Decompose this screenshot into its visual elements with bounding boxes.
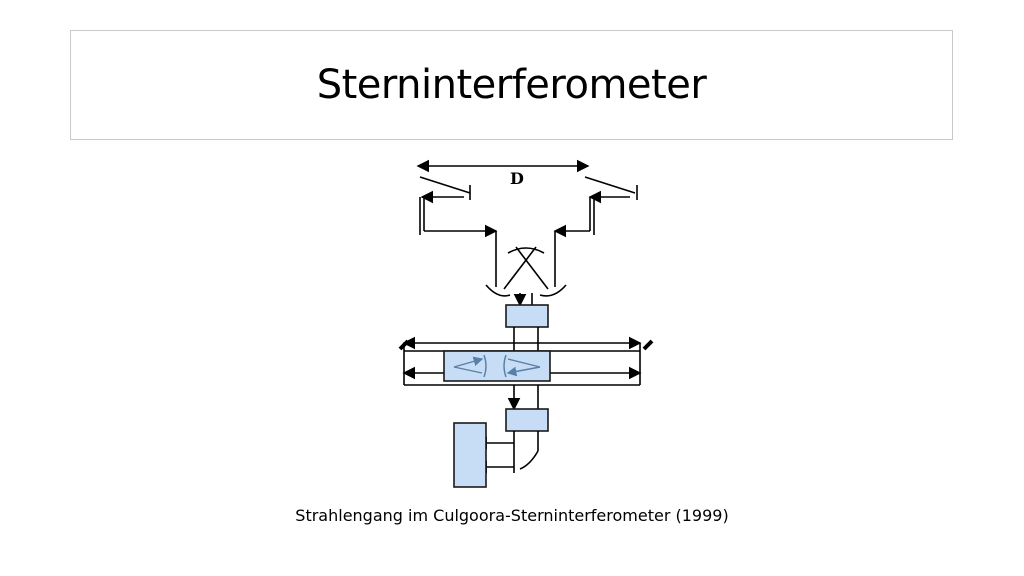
interferometer-diagram: D — [398, 159, 654, 488]
figure-caption: Strahlengang im Culgoora-Sterninterferom… — [295, 506, 729, 525]
right-siderostat-mirror — [553, 176, 638, 238]
upper-optics-box — [505, 304, 549, 328]
delay-line-carriage — [443, 350, 551, 382]
left-siderostat-mirror — [419, 176, 498, 238]
lower-beam-path — [507, 385, 539, 411]
detector-box — [453, 422, 487, 488]
baseline-label: D — [510, 169, 524, 188]
title-box: Sterninterferometer — [70, 30, 953, 140]
beam-combiner — [485, 231, 567, 307]
lower-optics-box — [505, 408, 549, 432]
page-title: Sterninterferometer — [316, 62, 707, 108]
carriage-mirrors — [453, 354, 541, 378]
